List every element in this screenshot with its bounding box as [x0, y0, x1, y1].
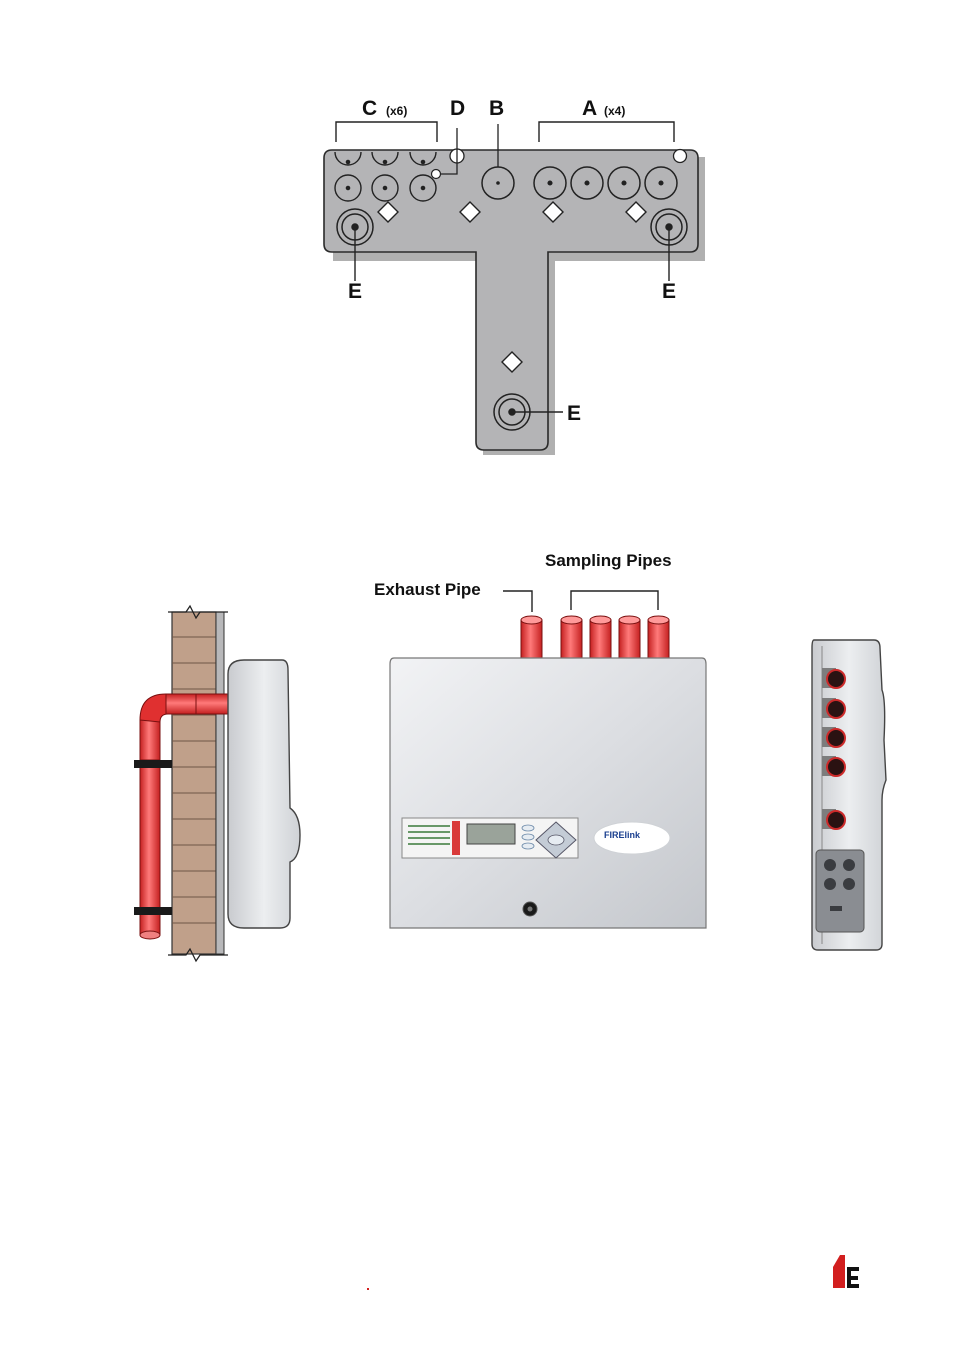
unit-front-view: FIRElink Exhaust Pipe Sampling Pipes [374, 551, 706, 928]
corner-hole [674, 150, 687, 163]
label-e-right: E [662, 280, 676, 303]
label-c-count: (x6) [386, 104, 407, 118]
side-cable-block [816, 850, 864, 932]
brand-text: FIRElink [604, 830, 641, 840]
wall-side-view [134, 606, 300, 961]
label-d: D [450, 97, 465, 120]
label-b: B [489, 97, 504, 120]
cabinet-front [390, 658, 706, 928]
sampling-pipes-label: Sampling Pipes [545, 551, 672, 570]
company-logo [367, 1255, 859, 1290]
cabinet-side-profile [228, 660, 300, 928]
control-panel [402, 818, 578, 858]
label-e-bottom: E [567, 402, 581, 425]
unit-side-view [812, 640, 886, 950]
label-e-left: E [348, 280, 362, 303]
exhaust-pipe-label: Exhaust Pipe [374, 580, 481, 599]
c-holes [335, 152, 436, 201]
brand-badge: FIRElink [594, 822, 670, 854]
label-a-count: (x4) [604, 104, 625, 118]
mounting-bracket-diagram: C (x6) D B A (x4) E E E [324, 97, 705, 455]
pipes-top [521, 616, 669, 660]
label-c: C [362, 97, 377, 120]
label-a: A [582, 97, 597, 120]
